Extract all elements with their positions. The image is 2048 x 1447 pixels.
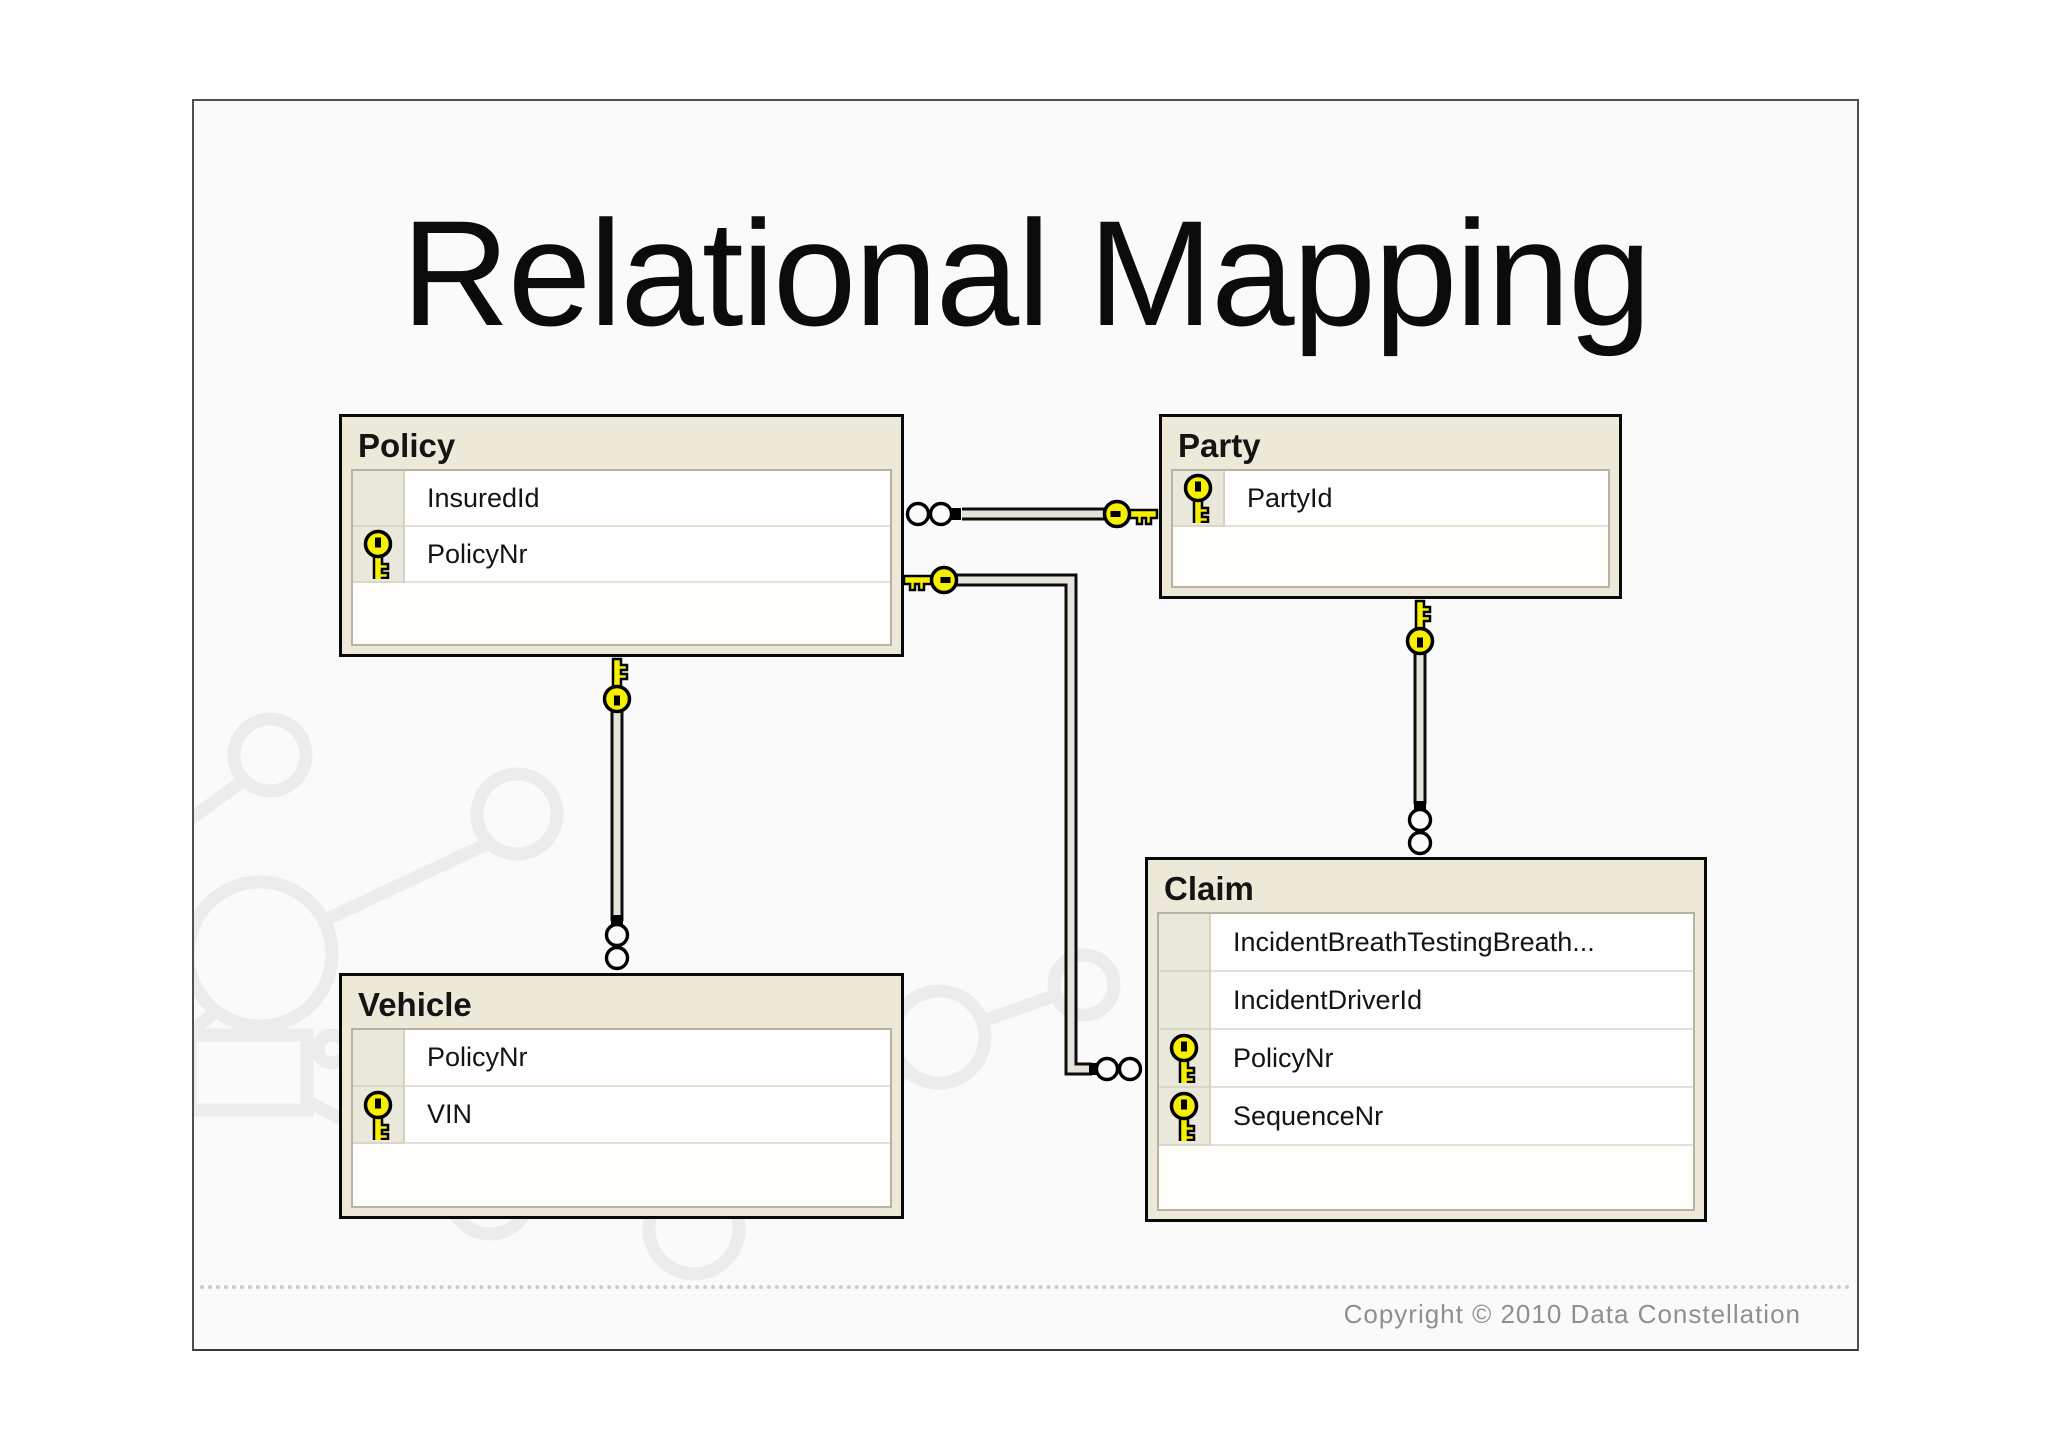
key-cardinality-icon [1405,599,1435,656]
entity-table-vehicle: Vehicle PolicyNr VIN [339,973,904,1219]
primary-key-icon [363,529,393,579]
table-row: IncidentDriverId [1159,972,1693,1030]
empty-row-area [353,1144,890,1206]
table-title-vehicle: Vehicle [358,986,472,1023]
table-body: PartyId [1171,469,1610,588]
primary-key-icon [1169,1033,1199,1083]
table-row: IncidentBreathTestingBreath... [1159,914,1693,972]
table-row: PolicyNr [1159,1030,1693,1088]
column-name: VIN [405,1087,890,1144]
many-cardinality-icon [1089,1056,1143,1082]
table-row: PolicyNr [353,527,890,583]
key-cardinality-icon [902,565,959,595]
copyright-text: Copyright © 2010 Data Constellation [1343,1299,1801,1329]
entity-table-policy: Policy InsuredId PolicyNr [339,414,904,657]
table-row: SequenceNr [1159,1088,1693,1146]
table-row: PolicyNr [353,1030,890,1087]
empty-row-area [1159,1146,1693,1209]
row-gutter [353,1030,405,1087]
entity-table-claim: Claim IncidentBreathTestingBreath... Inc… [1145,857,1707,1222]
column-name: IncidentBreathTestingBreath... [1211,914,1693,972]
many-cardinality-icon [905,501,961,527]
many-cardinality-icon [1407,801,1433,856]
row-gutter [1159,1088,1211,1146]
row-gutter [1173,471,1225,527]
table-title-claim: Claim [1164,870,1254,907]
row-gutter [1159,1030,1211,1088]
page-title: Relational Mapping [401,189,1651,357]
column-name: PartyId [1225,471,1608,527]
key-cardinality-icon [602,657,632,714]
row-gutter [353,1087,405,1144]
column-name: PolicyNr [1211,1030,1693,1088]
column-name: PolicyNr [405,1030,890,1087]
slide-frame: Relational Mapping Policy InsuredId Poli… [192,99,1859,1351]
primary-key-icon [1169,1091,1199,1141]
column-name: PolicyNr [405,527,890,583]
primary-key-icon [1183,473,1213,523]
empty-row-area [353,583,890,644]
row-gutter [1159,972,1211,1030]
connector-policy-claim [948,573,1092,1076]
row-gutter [353,527,405,583]
many-cardinality-icon [604,915,630,971]
column-name: SequenceNr [1211,1088,1693,1146]
column-name: IncidentDriverId [1211,972,1693,1030]
column-name: InsuredId [405,471,890,527]
footer-divider [200,1285,1851,1289]
table-row: InsuredId [353,471,890,527]
entity-table-party: Party PartyId [1159,414,1622,599]
table-row: VIN [353,1087,890,1144]
table-row: PartyId [1173,471,1608,527]
table-body: PolicyNr VIN [351,1028,892,1208]
empty-row-area [1173,527,1608,586]
primary-key-icon [363,1090,393,1140]
table-title-policy: Policy [358,427,456,464]
row-gutter [1159,914,1211,972]
table-title-party: Party [1178,427,1261,464]
key-cardinality-icon [1102,499,1159,529]
table-body: InsuredId PolicyNr [351,469,892,646]
table-body: IncidentBreathTestingBreath... IncidentD… [1157,912,1695,1211]
row-gutter [353,471,405,527]
